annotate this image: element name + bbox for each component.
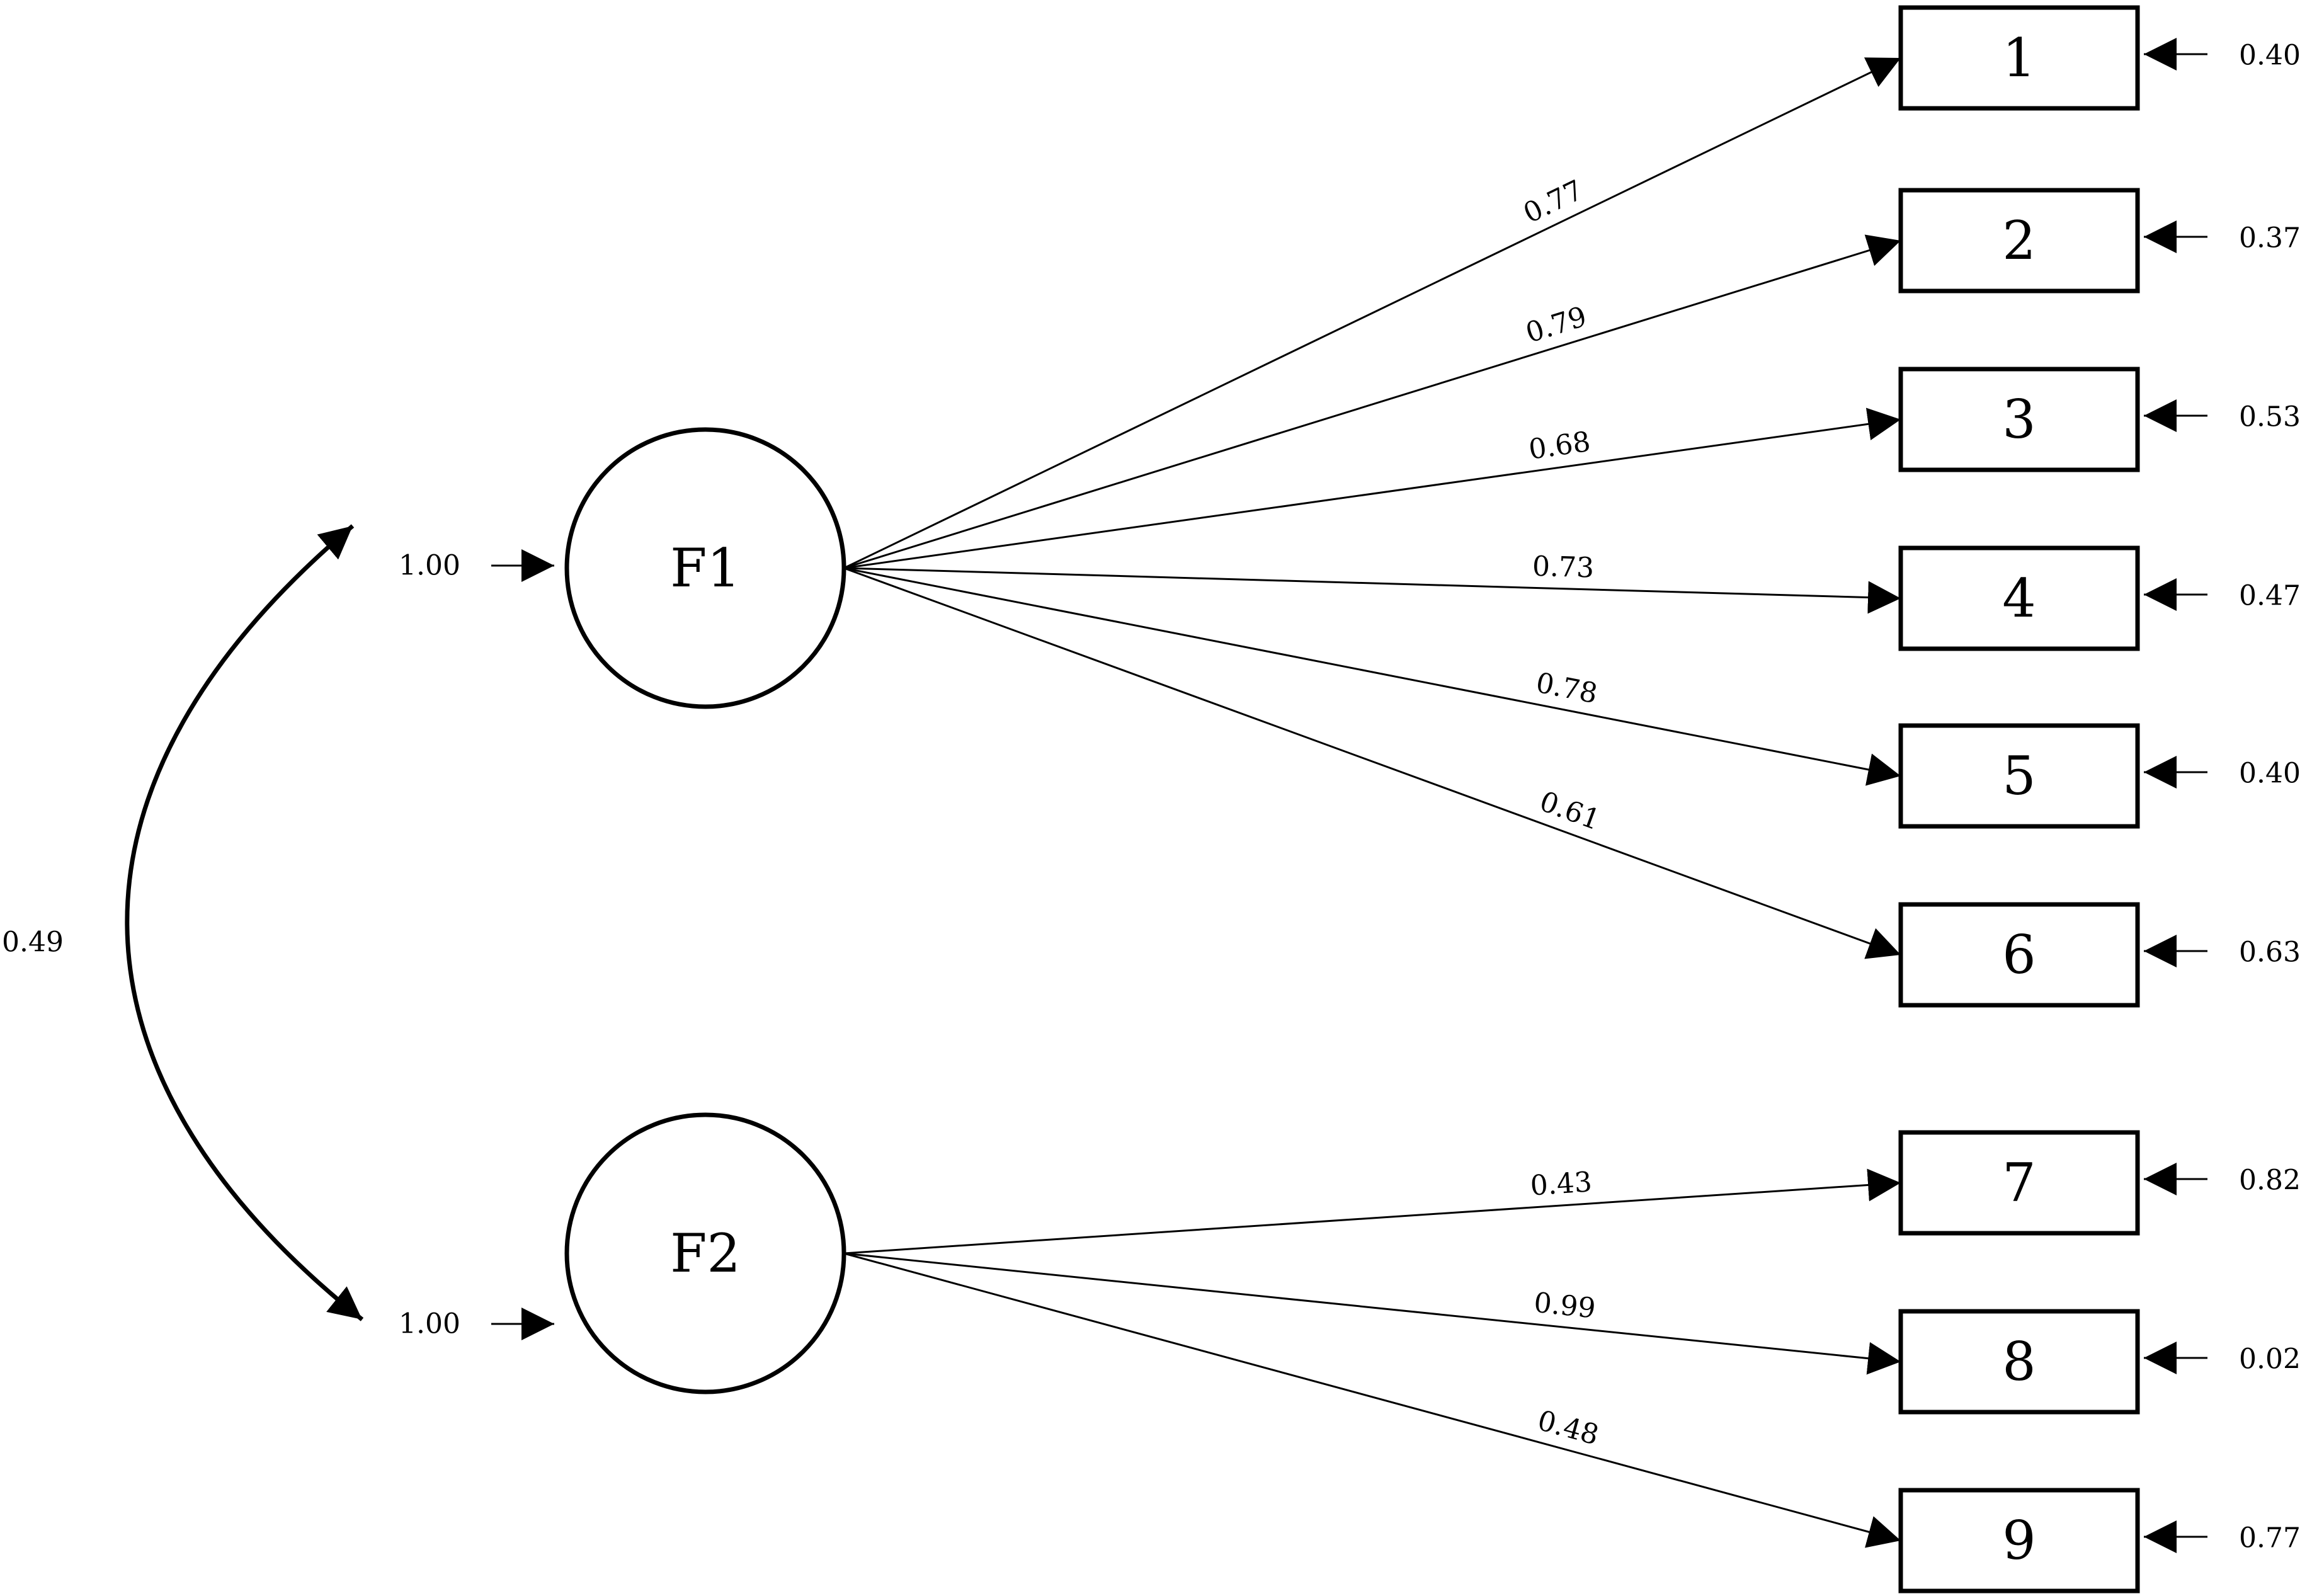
loading-label-1: 0.77 [1518, 174, 1588, 230]
loading-label-2: 0.79 [1522, 300, 1591, 350]
factor-label-f1: F1 [670, 537, 741, 599]
loading-label-7: 0.43 [1529, 1166, 1593, 1202]
loading-arrow-6 [843, 567, 1901, 959]
loading-arrow-3 [843, 408, 1901, 569]
error-label-2: 0.37 [2239, 222, 2301, 254]
loading-arrow-2 [843, 234, 1901, 569]
loading-label-4: 0.73 [1532, 550, 1594, 584]
indicator-box-5 [1898, 723, 2140, 829]
indicator-box-7 [1898, 1130, 2140, 1236]
indicator-label-1: 1 [2002, 27, 2036, 89]
factor-node-f2 [564, 1112, 846, 1394]
loading-label-3: 0.68 [1527, 426, 1592, 466]
indicator-box-8 [1898, 1309, 2140, 1415]
indicator-label-3: 3 [2002, 389, 2036, 450]
factor-node-f1 [564, 427, 846, 709]
loading-label-8: 0.99 [1532, 1287, 1597, 1325]
loading-arrow-9 [843, 1252, 1901, 1548]
error-label-4: 0.47 [2239, 580, 2301, 612]
indicator-box-4 [1898, 545, 2140, 651]
indicator-label-2: 2 [2002, 210, 2036, 271]
variance-label-f1: 1.00 [399, 550, 460, 582]
error-label-8: 0.02 [2239, 1343, 2301, 1376]
indicator-label-5: 5 [2002, 745, 2036, 807]
indicator-box-9 [1898, 1488, 2140, 1593]
indicator-box-6 [1898, 902, 2140, 1008]
loading-arrow-8 [843, 1252, 1901, 1375]
error-label-3: 0.53 [2239, 401, 2301, 433]
error-label-1: 0.40 [2239, 40, 2301, 72]
loading-label-5: 0.78 [1534, 667, 1600, 710]
factor-label-f2: F2 [670, 1223, 741, 1284]
correlation-label: 0.49 [2, 926, 64, 959]
error-label-6: 0.63 [2239, 937, 2301, 969]
indicator-box-3 [1898, 367, 2140, 472]
indicator-label-7: 7 [2002, 1152, 2036, 1214]
error-label-9: 0.77 [2239, 1522, 2301, 1554]
loading-arrow-7 [843, 1168, 1901, 1255]
loading-arrow-4 [843, 567, 1901, 614]
indicator-box-2 [1898, 188, 2140, 294]
indicator-label-6: 6 [2002, 924, 2036, 986]
error-label-5: 0.40 [2239, 758, 2301, 790]
loading-arrow-1 [843, 57, 1901, 569]
indicator-label-4: 4 [2002, 567, 2036, 629]
indicator-label-9: 9 [2002, 1510, 2036, 1571]
correlation-arrow [125, 524, 364, 1321]
error-label-7: 0.82 [2239, 1165, 2301, 1197]
indicator-label-8: 8 [2002, 1331, 2036, 1393]
loading-label-6: 0.61 [1535, 785, 1605, 837]
indicator-box-1 [1898, 5, 2140, 111]
variance-label-f2: 1.00 [399, 1308, 460, 1340]
loading-arrow-5 [843, 567, 1901, 786]
